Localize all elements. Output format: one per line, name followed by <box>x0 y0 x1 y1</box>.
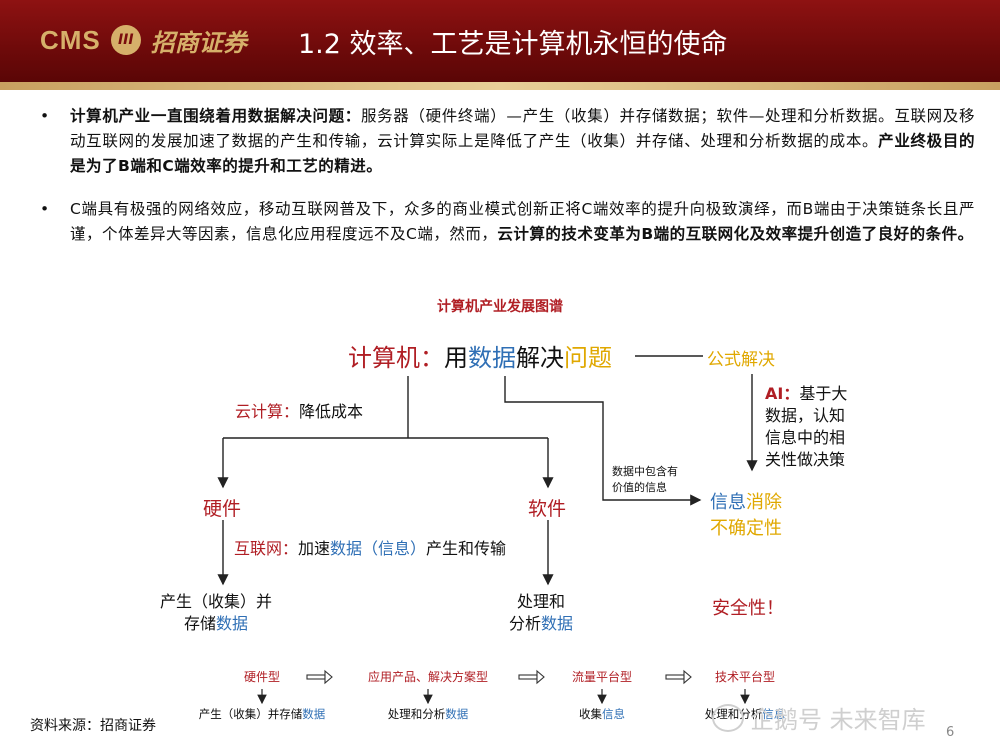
logo-cn-text: 招商证券 <box>150 27 247 57</box>
company-logo: CMS III 招商证券 <box>40 20 247 60</box>
hardware-output: 产生（收集）并 存储数据 <box>160 591 272 635</box>
hardware-output-store: 存储 <box>183 614 216 633</box>
stage-desc-solutions: 处理和分析数据 <box>388 706 469 722</box>
ai-line-1: AI：基于大 <box>765 383 847 405</box>
internet-label: 互联网： <box>234 539 299 558</box>
data-info-line-1: 数据中包含有 <box>612 465 678 478</box>
software-output-analyze: 分析 <box>509 614 542 633</box>
software-output: 处理和 分析数据 <box>509 591 573 635</box>
stage-label-tech: 技术平台型 <box>714 670 776 684</box>
hardware-output-data: 数据 <box>216 614 249 633</box>
main-use: 用 <box>444 344 468 372</box>
watermark-text: 企鹅号 未来智库 <box>750 706 926 734</box>
stage-desc-traffic: 收集信息 <box>579 706 625 722</box>
bullet-1-bold-conclusion: 产业终极目的是为了B端和C端效率的提升和工艺的精进。 <box>70 132 975 175</box>
bullet-1-bold-lead: 计算机产业一直围绕着用数据解决问题： <box>70 107 361 125</box>
stage-desc-traffic-b: 信息 <box>602 707 625 721</box>
penguin-icon <box>712 703 744 732</box>
stage-desc-solutions-b: 数据 <box>445 707 469 721</box>
main-problem: 问题 <box>564 344 612 372</box>
cloud-text: 降低成本 <box>299 402 364 421</box>
header-bar: CMS III 招商证券 1.2 效率、工艺是计算机永恒的使命 <box>0 0 1000 82</box>
stage-desc-solutions-a: 处理和分析 <box>387 707 446 721</box>
bullet-item-1: • 计算机产业一直围绕着用数据解决问题：服务器（硬件终端）—产生（收集）并存储数… <box>30 104 975 179</box>
stage-arrow-1 <box>306 669 333 685</box>
uncertainty-word: 不确定性 <box>710 518 782 539</box>
diagram-title: 计算机产业发展图谱 <box>437 299 563 315</box>
source-note: 资料来源：招商证券 <box>30 718 156 734</box>
bullet-dot: • <box>40 107 50 125</box>
ai-label: AI： <box>765 384 800 403</box>
bullet-dot: • <box>40 200 50 218</box>
internet-data: 数据（信息） <box>330 539 427 558</box>
software-output-data: 数据 <box>541 614 574 633</box>
stage-desc-traffic-a: 收集 <box>579 707 602 721</box>
security-note: 安全性！ <box>712 598 784 619</box>
hardware-output-line-1: 产生（收集）并 <box>160 592 273 611</box>
bullet-2-text: C端具有极强的网络效应，移动互联网普及下，众多的商业模式创新正将C端效率的提升向… <box>70 200 975 243</box>
info-word: 信息 <box>710 492 746 513</box>
ai-line-4: 关性做决策 <box>765 450 846 469</box>
hardware-node: 硬件 <box>203 498 242 520</box>
stage-label-hardware: 硬件型 <box>243 670 281 684</box>
main-computer: 计算机： <box>348 344 444 372</box>
bullet-2-bold-conclusion: 云计算的技术变革为B端的互联网化及效率提升创造了良好的条件。 <box>497 225 974 243</box>
stage-label-solutions: 应用产品、解决方案型 <box>367 670 489 684</box>
software-node: 软件 <box>528 498 567 520</box>
formula-solution: 公式解决 <box>707 350 775 370</box>
main-data: 数据 <box>468 344 516 372</box>
slide-title: 1.2 效率、工艺是计算机永恒的使命 <box>298 29 728 60</box>
ai-line-2: 数据，认知 <box>765 406 846 425</box>
cloud-label: 云计算： <box>235 402 300 421</box>
bullet-list: • 计算机产业一直围绕着用数据解决问题：服务器（硬件终端）—产生（收集）并存储数… <box>30 104 975 265</box>
cloud-computing-note: 云计算：降低成本 <box>235 398 363 422</box>
eliminate-word: 消除 <box>746 492 782 513</box>
stage-desc-tech-b: 信息 <box>762 707 786 721</box>
info-outcome: 信息消除 不确定性 <box>710 490 782 542</box>
header-gold-rule <box>0 82 1000 90</box>
main-statement: 计算机：用数据解决问题 <box>348 338 612 373</box>
data-info-line-2: 价值的信息 <box>612 481 667 494</box>
data-path-line <box>504 376 702 506</box>
hardware-output-line-2: 存储数据 <box>160 613 272 635</box>
page-number: 6 <box>946 725 955 740</box>
bullet-1-text: 服务器（硬件终端）—产生（收集）并存储数据；软件—处理和分析数据。互联网及移动互… <box>70 107 975 150</box>
stage-desc-hardware-b: 数据 <box>302 707 326 721</box>
data-info-note: 数据中包含有 价值的信息 <box>612 464 678 496</box>
stage-desc-hardware-a: 产生（收集）并存储 <box>198 707 303 721</box>
stage-arrow-2 <box>518 669 545 685</box>
logo-cms-text: CMS <box>40 24 101 55</box>
internet-text-2: 产生和传输 <box>426 539 507 558</box>
watermark: 企鹅号 未来智库 <box>712 700 926 735</box>
logo-mark-icon: III <box>110 25 141 55</box>
info-outcome-line-1: 信息消除 <box>710 490 782 516</box>
software-output-line-2: 分析数据 <box>509 613 573 635</box>
stage-desc-hardware: 产生（收集）并存储数据 <box>199 706 326 722</box>
stage-label-traffic: 流量平台型 <box>571 670 633 684</box>
internet-text-1: 加速 <box>298 539 331 558</box>
ai-line-1-text: 基于大 <box>799 384 848 403</box>
bullet-item-2: • C端具有极强的网络效应，移动互联网普及下，众多的商业模式创新正将C端效率的提… <box>30 197 975 247</box>
software-output-line-1: 处理和 <box>517 592 566 611</box>
ai-note: AI：基于大 数据，认知 信息中的相 关性做决策 <box>765 383 847 471</box>
internet-note: 互联网：加速数据（信息）产生和传输 <box>234 535 506 559</box>
main-solve: 解决 <box>516 344 564 372</box>
ai-line-3: 信息中的相 <box>765 428 846 447</box>
stage-arrow-3 <box>665 669 692 685</box>
